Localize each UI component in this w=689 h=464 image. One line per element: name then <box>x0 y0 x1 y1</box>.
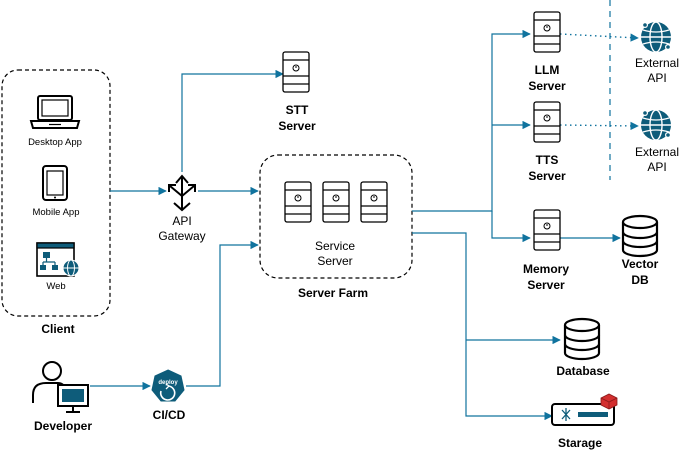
deploy-badge-text: deploy <box>158 380 178 386</box>
edge-farm-to-storage <box>412 232 553 421</box>
cicd-label: CI/CD <box>153 408 186 422</box>
service-server-icon-1 <box>284 181 312 223</box>
tts-server-icon <box>533 101 561 143</box>
globe-icon <box>640 21 672 53</box>
database-label: Database <box>556 364 610 378</box>
developer-label: Developer <box>34 419 92 433</box>
tablet-icon <box>42 165 68 201</box>
stt-server-icon <box>282 51 310 93</box>
llm-server-label-line1: LLM <box>535 63 560 77</box>
deploy-icon: deploy <box>151 369 185 402</box>
server-farm-group-box <box>259 154 413 279</box>
globe-icon <box>640 109 672 141</box>
desktop-app-label: Desktop App <box>28 137 82 148</box>
web-label: Web <box>46 281 65 292</box>
storage-device-icon <box>551 393 618 426</box>
service-server-icon-3 <box>360 181 388 223</box>
external-api-1-label-line2: API <box>647 71 666 85</box>
vector-db-label-line2: DB <box>631 273 649 287</box>
client-group-box <box>1 69 111 317</box>
stt-server-label-line2: Server <box>278 119 316 133</box>
service-server-label-line1: Service <box>315 239 355 253</box>
api-gateway-icon <box>168 174 196 212</box>
external-api-2-label-line1: External <box>635 145 679 159</box>
api-gateway-label-line2: Gateway <box>158 229 205 243</box>
edge-farm-to-memory <box>491 211 531 243</box>
memory-server-label-line2: Server <box>527 278 565 292</box>
llm-server-label-line2: Server <box>528 79 566 93</box>
mobile-app-label: Mobile App <box>32 207 79 218</box>
edge-llm-to-external <box>559 33 639 42</box>
service-server-label-line2: Server <box>317 254 352 268</box>
laptop-icon <box>29 95 81 129</box>
storage-label: Starage <box>558 436 602 450</box>
memory-server-label-line1: Memory <box>523 262 569 276</box>
edge-gateway-to-stt <box>181 69 284 172</box>
client-group-label: Client <box>41 322 74 336</box>
stt-server-label-line1: STT <box>286 103 309 117</box>
database-icon <box>563 317 601 361</box>
external-api-2-label-line2: API <box>647 160 666 174</box>
vector-db-label-line1: Vector <box>622 257 659 271</box>
api-gateway-label-line1: API <box>172 214 191 228</box>
edge-tts-to-external <box>559 121 639 131</box>
server-farm-group-label: Server Farm <box>298 286 368 300</box>
web-sitemap-icon <box>36 242 80 277</box>
developer-icon <box>32 361 89 413</box>
connections <box>90 29 621 421</box>
tts-server-label-line1: TTS <box>536 153 559 167</box>
dotted-connections <box>559 33 639 131</box>
service-server-icon-2 <box>322 181 350 223</box>
vector-db-database-icon <box>621 214 659 258</box>
edge-farm-to-llm <box>412 29 531 212</box>
edge-cicd-to-serverfarm <box>186 240 259 387</box>
llm-server-icon <box>533 11 561 53</box>
memory-server-icon <box>533 209 561 251</box>
external-api-1-label-line1: External <box>635 56 679 70</box>
tts-server-label-line2: Server <box>528 169 566 183</box>
